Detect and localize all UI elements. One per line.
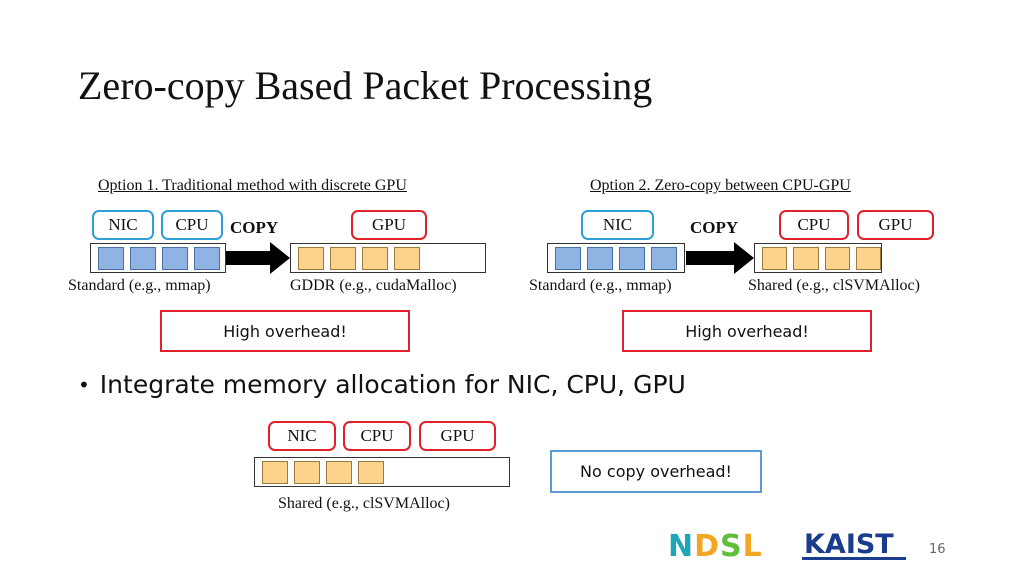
option2-heading: Option 2. Zero-copy between CPU-GPU <box>590 177 851 194</box>
option1-standard-memory <box>90 243 226 273</box>
integrated-cpu-label: CPU <box>343 421 411 451</box>
memory-cell <box>651 246 677 270</box>
option1-gddr-memory <box>290 243 486 273</box>
integrated-shared-caption: Shared (e.g., clSVMAlloc) <box>278 495 450 512</box>
integrated-nic-label: NIC <box>268 421 336 451</box>
ndsl-logo: NDSL <box>668 529 763 562</box>
memory-cell <box>793 246 819 270</box>
memory-cell <box>194 246 220 270</box>
option1-overhead-box: High overhead! <box>160 310 410 352</box>
bullet-point: • Integrate memory allocation for NIC, C… <box>78 370 686 399</box>
option2-gpu-label: GPU <box>857 210 934 240</box>
option2-copy-arrow <box>686 242 754 274</box>
memory-cell <box>824 246 850 270</box>
memory-cell <box>855 246 881 270</box>
memory-cell <box>262 460 288 484</box>
svg-text:KAIST: KAIST <box>804 529 894 560</box>
option2-copy-label: COPY <box>690 218 739 237</box>
bullet-text: Integrate memory allocation for NIC, CPU… <box>99 370 686 399</box>
integrated-shared-memory <box>254 457 510 487</box>
memory-cell <box>762 246 788 270</box>
memory-cell <box>362 246 388 270</box>
svg-text:NDSL: NDSL <box>668 529 763 562</box>
memory-cell <box>130 246 156 270</box>
kaist-logo: KAIST <box>802 529 906 560</box>
memory-cell <box>294 460 320 484</box>
option2-cpu-label: CPU <box>779 210 849 240</box>
memory-cell <box>330 246 356 270</box>
option2-shared-memory <box>754 243 882 273</box>
memory-cell <box>587 246 613 270</box>
slide-title: Zero-copy Based Packet Processing <box>78 63 653 108</box>
memory-cell <box>162 246 188 270</box>
option1-copy-arrow <box>226 242 290 274</box>
page-number: 16 <box>929 542 946 557</box>
option2-standard-memory <box>547 243 685 273</box>
option1-nic-label: NIC <box>92 210 154 240</box>
option1-standard-caption: Standard (e.g., mmap) <box>68 277 211 294</box>
option2-standard-caption: Standard (e.g., mmap) <box>529 277 672 294</box>
bullet-dot-icon: • <box>78 372 90 397</box>
memory-cell <box>358 460 384 484</box>
option1-gddr-caption: GDDR (e.g., cudaMalloc) <box>290 277 457 294</box>
option1-gpu-label: GPU <box>351 210 427 240</box>
no-copy-overhead-box: No copy overhead! <box>550 450 762 493</box>
option2-overhead-box: High overhead! <box>622 310 872 352</box>
option2-nic-label: NIC <box>581 210 654 240</box>
option1-copy-label: COPY <box>230 218 279 237</box>
memory-cell <box>326 460 352 484</box>
memory-cell <box>394 246 420 270</box>
option1-cpu-label: CPU <box>161 210 223 240</box>
option1-heading: Option 1. Traditional method with discre… <box>98 177 407 194</box>
memory-cell <box>98 246 124 270</box>
option2-shared-caption: Shared (e.g., clSVMAlloc) <box>748 277 920 294</box>
memory-cell <box>555 246 581 270</box>
memory-cell <box>619 246 645 270</box>
memory-cell <box>298 246 324 270</box>
integrated-gpu-label: GPU <box>419 421 496 451</box>
